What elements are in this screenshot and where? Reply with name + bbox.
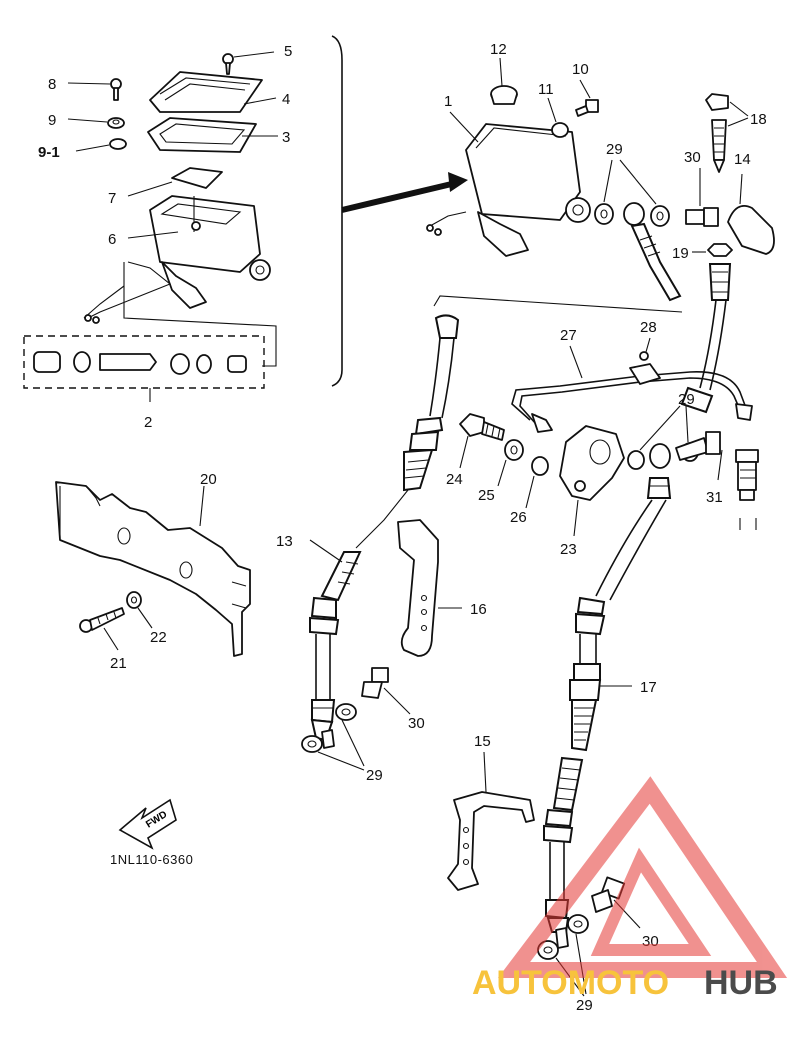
watermark-brand-left: AUTOMOTO: [472, 964, 669, 1002]
part-29-washers-lower-left: [301, 703, 365, 771]
label-7: 7: [108, 190, 116, 207]
label-27: 27: [560, 327, 577, 344]
label-5: 5: [284, 43, 292, 60]
part-25-washer: [497, 439, 524, 487]
label-1: 1: [444, 93, 452, 110]
label-10: 10: [572, 61, 589, 78]
part-19-nut: [692, 243, 733, 257]
label-2: 2: [144, 414, 152, 431]
part-20-guard-bracket: [55, 481, 251, 657]
part-28-clamp: [629, 337, 661, 385]
hose-top-right: [680, 263, 732, 414]
label-30-middle: 30: [408, 715, 425, 732]
label-14: 14: [734, 151, 751, 168]
kit-bracket-lines: [123, 262, 277, 367]
watermark-logo: [497, 776, 788, 978]
part-12-cap: [490, 57, 518, 105]
part-21-bolt: [79, 607, 125, 651]
part-22-washer: [126, 591, 153, 629]
label-9-1: 9-1: [38, 144, 60, 161]
part-14-boot: [727, 173, 775, 255]
label-13: 13: [276, 533, 293, 550]
label-29-lower-left: 29: [366, 767, 383, 784]
part-15-bracket: [447, 751, 535, 891]
part-5-screw: [222, 51, 275, 75]
label-28: 28: [640, 319, 657, 336]
label-15: 15: [474, 733, 491, 750]
label-29-top: 29: [606, 141, 623, 158]
label-12: 12: [490, 41, 507, 58]
part-24-bolt: [459, 413, 505, 469]
hose-banjo-upper: [623, 202, 682, 302]
part-30-bolt-top: [685, 168, 719, 227]
part-16-bracket: [397, 519, 462, 657]
label-23: 23: [560, 541, 577, 558]
label-19: 19: [672, 245, 689, 262]
label-4: 4: [282, 91, 290, 108]
part-10-screw: [575, 79, 599, 117]
label-30-top: 30: [684, 149, 701, 166]
part-26-washer: [525, 456, 549, 509]
diagram-code: 1NL110-6360: [110, 852, 193, 867]
hose-banjo-right: [646, 443, 672, 499]
watermark-brand-right: HUB: [704, 964, 778, 1002]
label-31: 31: [706, 489, 723, 506]
label-18: 18: [750, 111, 767, 128]
label-29-middle: 29: [678, 391, 695, 408]
connector-arrow: [341, 172, 468, 213]
part-23-joint: [559, 425, 625, 537]
label-3: 3: [282, 129, 290, 146]
label-8: 8: [48, 76, 56, 93]
part-29-washers-bottom: [537, 914, 589, 997]
part-18-bleed-screw: [705, 93, 749, 173]
part-3-diaphragm: [147, 117, 278, 153]
inset-bracket: [331, 35, 343, 387]
part-8-screw: [67, 78, 122, 101]
part-4-reservoir-cap: [149, 71, 277, 113]
part-30-bolt-right: [675, 431, 721, 461]
label-11: 11: [538, 81, 554, 98]
label-20: 20: [200, 471, 217, 488]
label-17: 17: [640, 679, 657, 696]
label-29-bottom: 29: [576, 997, 593, 1014]
label-9: 9: [48, 112, 56, 129]
part-6-master-cylinder-body: [83, 195, 271, 324]
part-13-brake-hose-left: [309, 314, 460, 742]
label-24: 24: [446, 471, 463, 488]
part-30-bolt-bottom: [591, 876, 641, 929]
label-21: 21: [110, 655, 127, 672]
part-1-master-cylinder: [426, 111, 591, 257]
part-7-plate: [127, 167, 223, 197]
part-11-washer: [547, 97, 569, 138]
part-2-repair-kit: [23, 335, 265, 402]
label-22: 22: [150, 629, 167, 646]
part-27-brake-pipe: [511, 345, 753, 433]
part-17-brake-hose-right: [543, 499, 667, 933]
part-9-1-washer: [75, 138, 127, 152]
watermark-text: AUTOMOTO HUB: [472, 964, 778, 1002]
part-9-washer: [67, 117, 125, 129]
label-6: 6: [108, 231, 116, 248]
label-25: 25: [478, 487, 495, 504]
part-30-bolt-middle: [361, 667, 411, 715]
guide-line: [433, 295, 683, 313]
part-29-washers-top: [594, 159, 670, 227]
label-26: 26: [510, 509, 527, 526]
fwd-arrow-icon: FWD: [118, 798, 177, 850]
label-16: 16: [470, 601, 487, 618]
part-31-fitting: [717, 449, 759, 530]
